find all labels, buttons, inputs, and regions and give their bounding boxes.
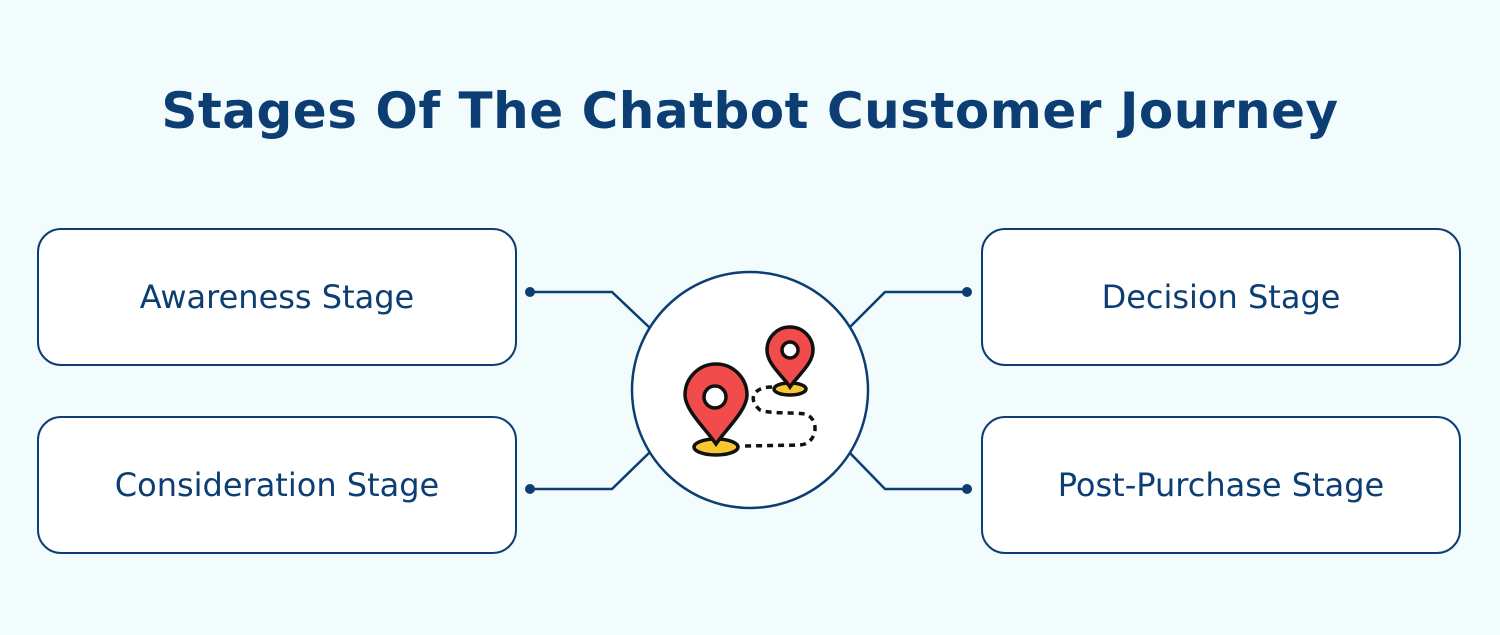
stage-box-awareness: Awareness Stage (37, 228, 517, 366)
map-route-pins-icon (683, 325, 817, 457)
connector-post-purchase (848, 451, 967, 491)
connector-dot (525, 287, 535, 297)
connector-dot (525, 484, 535, 494)
stage-box-decision: Decision Stage (981, 228, 1461, 366)
center-circle (630, 270, 870, 510)
stage-label: Post-Purchase Stage (1057, 466, 1385, 504)
connector-decision (848, 290, 967, 329)
stage-box-consideration: Consideration Stage (37, 416, 517, 554)
connector-dot (962, 287, 972, 297)
stage-label: Decision Stage (1101, 278, 1341, 316)
stage-box-post-purchase: Post-Purchase Stage (981, 416, 1461, 554)
connector-awareness (530, 290, 651, 329)
connector-dot (962, 484, 972, 494)
connector-consideration (530, 451, 651, 491)
stage-label: Awareness Stage (139, 278, 415, 316)
page-title: Stages Of The Chatbot Customer Journey (161, 82, 1339, 140)
stage-label: Consideration Stage (114, 466, 440, 504)
